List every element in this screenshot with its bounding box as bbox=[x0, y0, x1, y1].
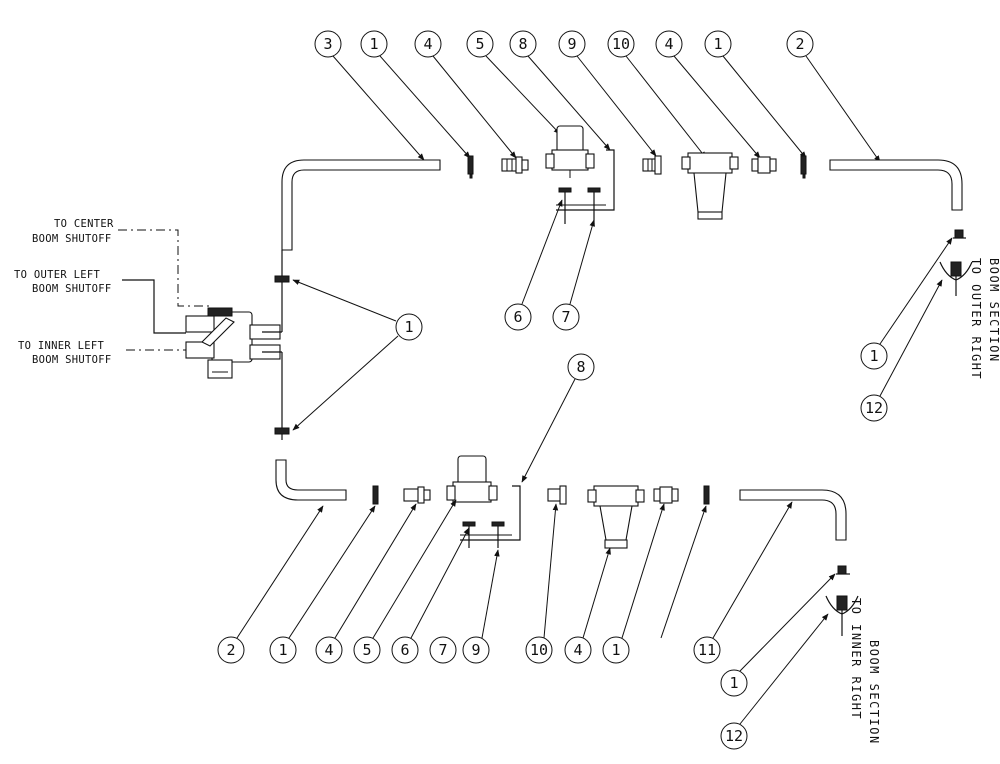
callout-number: 2 bbox=[795, 35, 804, 53]
callout-bubble: 5 bbox=[353, 636, 381, 664]
callout-number: 9 bbox=[471, 641, 480, 659]
callout-number: 1 bbox=[404, 318, 413, 336]
callout-number: 4 bbox=[423, 35, 432, 53]
fitting bbox=[501, 156, 529, 174]
callout-number: 6 bbox=[513, 308, 522, 326]
callout-bubble: 1 bbox=[269, 636, 297, 664]
line-strainer bbox=[681, 152, 739, 220]
top-callouts: 3 1 4 5 8 9 10 4 bbox=[314, 30, 814, 58]
shutoff-valve bbox=[545, 125, 595, 178]
callout-bubble: 6 bbox=[391, 636, 419, 664]
callout-number: 6 bbox=[400, 641, 409, 659]
callout-number: 3 bbox=[323, 35, 332, 53]
top-leader-lines bbox=[332, 55, 881, 163]
callout-number: 1 bbox=[729, 674, 738, 692]
callout-bubble: 5 bbox=[466, 30, 494, 58]
callout-bubble: 4 bbox=[315, 636, 343, 664]
callout-number: 11 bbox=[698, 641, 716, 659]
callout-number: 4 bbox=[664, 35, 673, 53]
note-inner-left-line2: BOOM SHUTOFF bbox=[32, 354, 111, 366]
note-outer-left-line1: TO OUTER LEFT bbox=[14, 269, 100, 281]
fitting bbox=[642, 155, 662, 175]
callout-bubble: 8 bbox=[509, 30, 537, 58]
bottom-leader-lines bbox=[236, 499, 793, 639]
callout-bubble: 11 bbox=[693, 636, 721, 664]
callout-bubble: 9 bbox=[558, 30, 586, 58]
callout-bubble: 9 bbox=[462, 636, 490, 664]
note-center-line1: TO CENTER bbox=[54, 218, 114, 230]
callout-number: 4 bbox=[324, 641, 333, 659]
callout-bubble: 10 bbox=[525, 636, 553, 664]
callout-number: 12 bbox=[865, 399, 883, 417]
callout-number: 1 bbox=[713, 35, 722, 53]
callout-number: 1 bbox=[369, 35, 378, 53]
callout-number: 1 bbox=[611, 641, 620, 659]
callout-number: 1 bbox=[278, 641, 287, 659]
note-inner-left-line1: TO INNER LEFT bbox=[18, 340, 104, 352]
callout-number: 1 bbox=[869, 347, 878, 365]
callout-number: 7 bbox=[438, 641, 447, 659]
bolt bbox=[558, 187, 601, 224]
callout-number: 8 bbox=[576, 358, 585, 376]
callout-bubble: 1 bbox=[860, 342, 888, 370]
callout-number: 5 bbox=[475, 35, 484, 53]
callout-bubble: 12 bbox=[720, 722, 748, 750]
callout-bubble: 10 bbox=[607, 30, 635, 58]
callout-bubble: 2 bbox=[786, 30, 814, 58]
callout-number: 9 bbox=[567, 35, 576, 53]
callout-bubble: 4 bbox=[655, 30, 683, 58]
callout-number: 2 bbox=[226, 641, 235, 659]
callout-bubble: 1 bbox=[720, 669, 748, 697]
note-center-line2: BOOM SHUTOFF bbox=[32, 233, 111, 245]
callout-bubble: 6 bbox=[504, 303, 532, 331]
callout-number: 10 bbox=[530, 641, 548, 659]
callout-bubble: 1 bbox=[395, 313, 423, 341]
callout-bubble: 12 bbox=[860, 394, 888, 422]
callout-bubble: 3 bbox=[314, 30, 342, 58]
callout-number: 4 bbox=[573, 641, 582, 659]
note-inner-right-line2: BOOM SECTION bbox=[867, 640, 881, 745]
callout-number: 12 bbox=[725, 727, 743, 745]
note-inner-right-line1: TO INNER RIGHT bbox=[849, 598, 863, 720]
callout-bubble: 2 bbox=[217, 636, 245, 664]
callout-bubble: 1 bbox=[602, 636, 630, 664]
left-notes: TO CENTER BOOM SHUTOFF TO OUTER LEFT BOO… bbox=[14, 218, 212, 366]
top-hose-assembly bbox=[281, 125, 973, 296]
bottom-callouts: 2 1 4 5 6 7 9 10 bbox=[217, 636, 721, 664]
callout-number: 5 bbox=[362, 641, 371, 659]
callout-bubble: 7 bbox=[552, 303, 580, 331]
callout-number: 10 bbox=[612, 35, 630, 53]
callout-number: 7 bbox=[561, 308, 570, 326]
callout-bubble: 1 bbox=[360, 30, 388, 58]
note-outer-right-line1: TO OUTER RIGHT bbox=[969, 258, 983, 380]
callout-bubble: 4 bbox=[564, 636, 592, 664]
fitting bbox=[751, 156, 777, 174]
callout-bubble: 1 bbox=[704, 30, 732, 58]
note-outer-right-line2: BOOM SECTION bbox=[987, 258, 1000, 363]
callout-bubble: 8 bbox=[567, 353, 595, 381]
note-outer-left-line2: BOOM SHUTOFF bbox=[32, 283, 111, 295]
bottom-hose-assembly bbox=[275, 455, 859, 636]
quick-coupling bbox=[939, 261, 973, 296]
manifold-valve bbox=[185, 307, 281, 379]
callout-bubble: 4 bbox=[414, 30, 442, 58]
callout-bubble: 7 bbox=[429, 636, 457, 664]
callout-number: 8 bbox=[518, 35, 527, 53]
